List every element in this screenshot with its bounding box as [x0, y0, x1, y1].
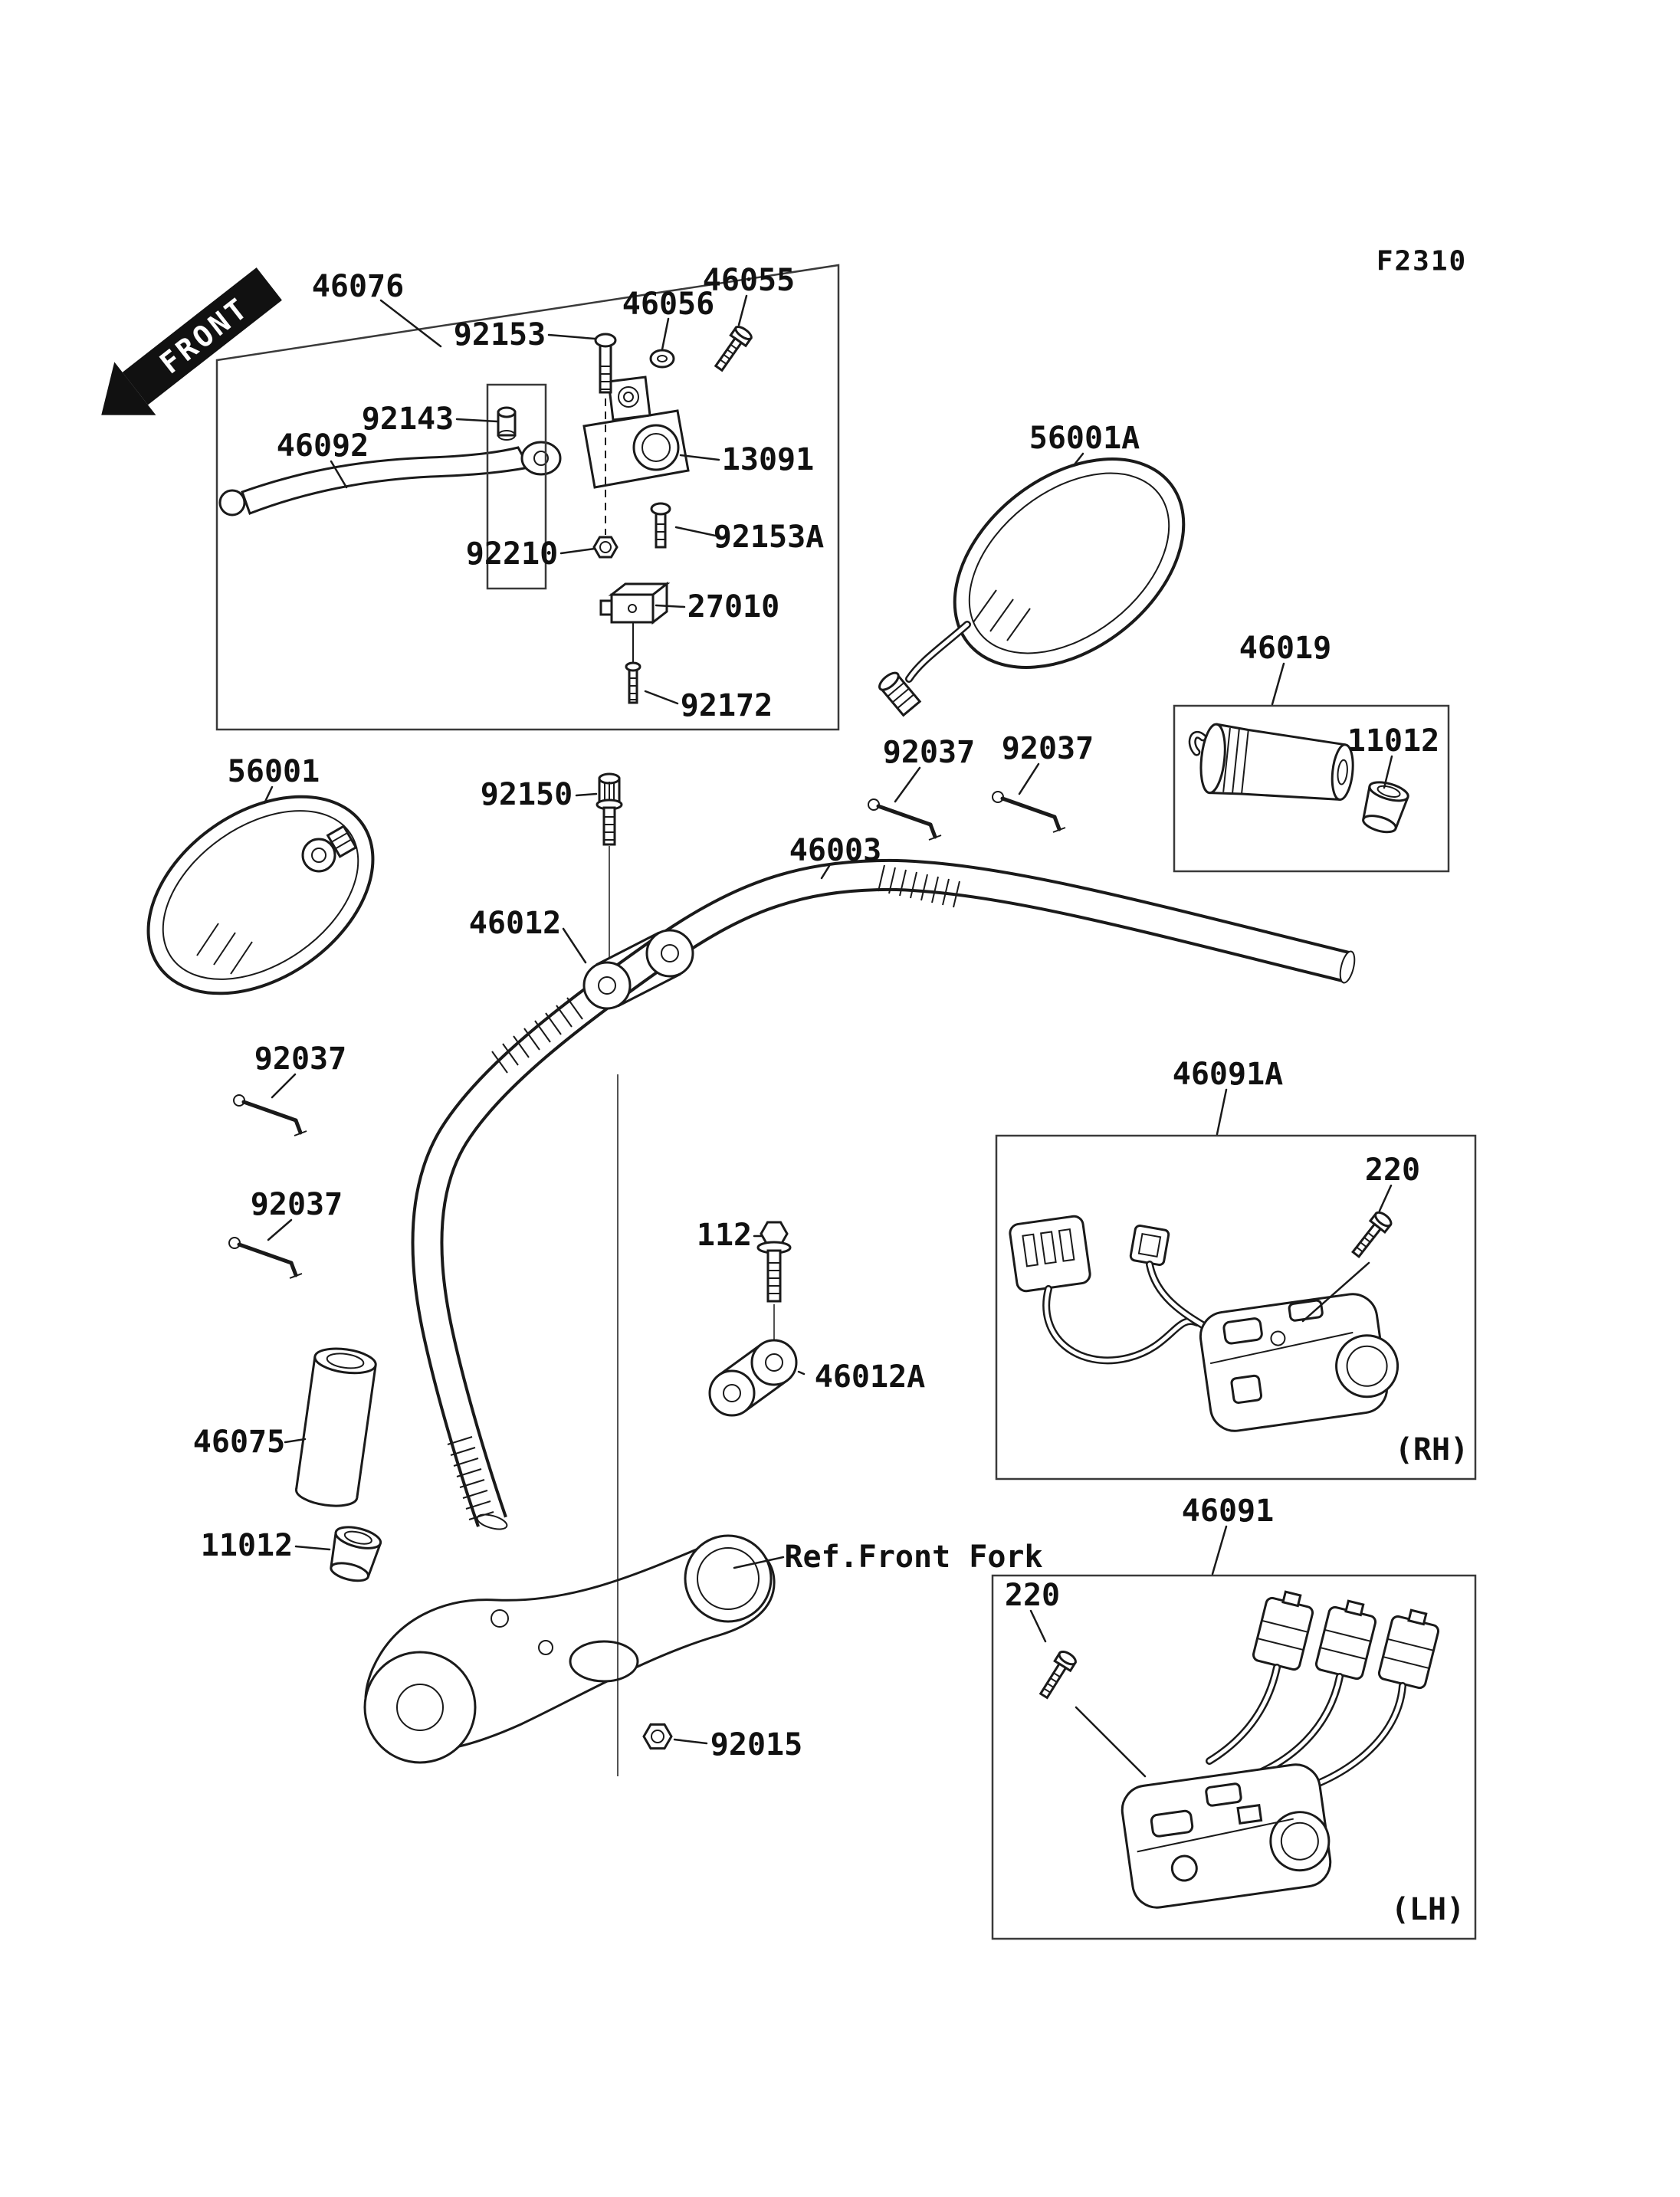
clamp-46012-art: [582, 929, 694, 1010]
part-callout-46075: 46075: [192, 1425, 286, 1460]
part-callout-92172: 92172: [680, 688, 773, 723]
figure-code: F2310: [1376, 245, 1468, 277]
part-callout-220-rh: 220: [1364, 1153, 1421, 1188]
part-callout-220-lh: 220: [1004, 1578, 1061, 1613]
part-callout-92150: 92150: [480, 777, 573, 812]
part-callout-46076: 46076: [311, 269, 405, 304]
nut-92210-art: [592, 536, 619, 559]
switch-27010-art: [599, 581, 671, 664]
part-callout-46003: 46003: [789, 833, 882, 868]
part-callout-46019: 46019: [1239, 631, 1332, 666]
washer-46056-art: [649, 349, 675, 369]
part-callout-92037-b: 92037: [1001, 731, 1094, 766]
rh-switch-art: [1009, 1211, 1399, 1432]
part-callout-13091: 13091: [721, 442, 815, 477]
grip-end-cap-right-art: [1362, 781, 1409, 834]
part-callout-92153A: 92153A: [713, 520, 825, 555]
part-callout-92037-d: 92037: [250, 1187, 343, 1222]
handlebar-knurl-hatching: [447, 864, 960, 1520]
mirror-left-art: [146, 795, 375, 995]
lh-switch-art: [1039, 1590, 1440, 1909]
screw-46055-art: [714, 326, 753, 372]
front-arrow-text: FRONT: [153, 290, 255, 380]
part-callout-46012: 46012: [468, 906, 562, 941]
part-callout-92153: 92153: [453, 317, 546, 353]
part-callout-27010: 27010: [687, 589, 780, 625]
part-callout-56001: 56001: [227, 754, 320, 789]
handlebar-art: [411, 858, 1356, 1530]
part-callout-46091A: 46091A: [1172, 1057, 1284, 1092]
part-callout-46056: 46056: [622, 287, 715, 322]
screw-220-rh-art: [1351, 1211, 1393, 1258]
part-callout-92143: 92143: [361, 402, 454, 437]
part-callout-11012-left: 11012: [200, 1528, 294, 1563]
bolt-92153A-art: [650, 502, 671, 549]
bushing-92143-art: [486, 383, 547, 590]
part-callout-46055: 46055: [702, 263, 796, 298]
front-arrow: FRONT: [101, 267, 282, 415]
fork-bridge-art: [363, 1534, 776, 1764]
part-callout-92037-a: 92037: [882, 735, 976, 770]
part-callout-11012-right: 11012: [1347, 723, 1440, 759]
screw-220-lh-art: [1039, 1651, 1077, 1700]
part-callout-46092: 46092: [276, 428, 369, 464]
leader-lines: [263, 294, 1393, 1778]
part-callout-92210: 92210: [465, 536, 559, 572]
screw-92172-art: [625, 661, 641, 704]
bolt-92150-art: [596, 772, 623, 958]
rh-side-label: (RH): [1394, 1432, 1469, 1467]
part-callout-92037-c: 92037: [254, 1041, 347, 1077]
part-callout-112: 112: [696, 1218, 753, 1253]
mirror-right-art: [878, 457, 1186, 717]
bolt-112-art: [756, 1221, 792, 1343]
part-callout-46012A: 46012A: [814, 1359, 926, 1395]
brake-lever-art: [218, 441, 562, 516]
grip-end-cap-left-art: [330, 1526, 382, 1582]
ref-front-fork-label: Ref.Front Fork: [784, 1540, 1043, 1575]
part-callout-46091: 46091: [1181, 1494, 1275, 1529]
master-cylinder-art: [582, 375, 690, 489]
assembly-boxes: [215, 264, 1477, 1940]
part-callout-56001A: 56001A: [1029, 421, 1140, 456]
part-callout-92015: 92015: [710, 1727, 803, 1763]
band-92037-art: [228, 791, 1066, 1279]
clamp-46012A-art: [708, 1339, 798, 1417]
grip-heater-art: [1188, 723, 1409, 834]
pivot-bolt-92153-art: [594, 333, 617, 535]
lh-side-label: (LH): [1390, 1892, 1465, 1927]
grip-left-art: [295, 1347, 377, 1507]
